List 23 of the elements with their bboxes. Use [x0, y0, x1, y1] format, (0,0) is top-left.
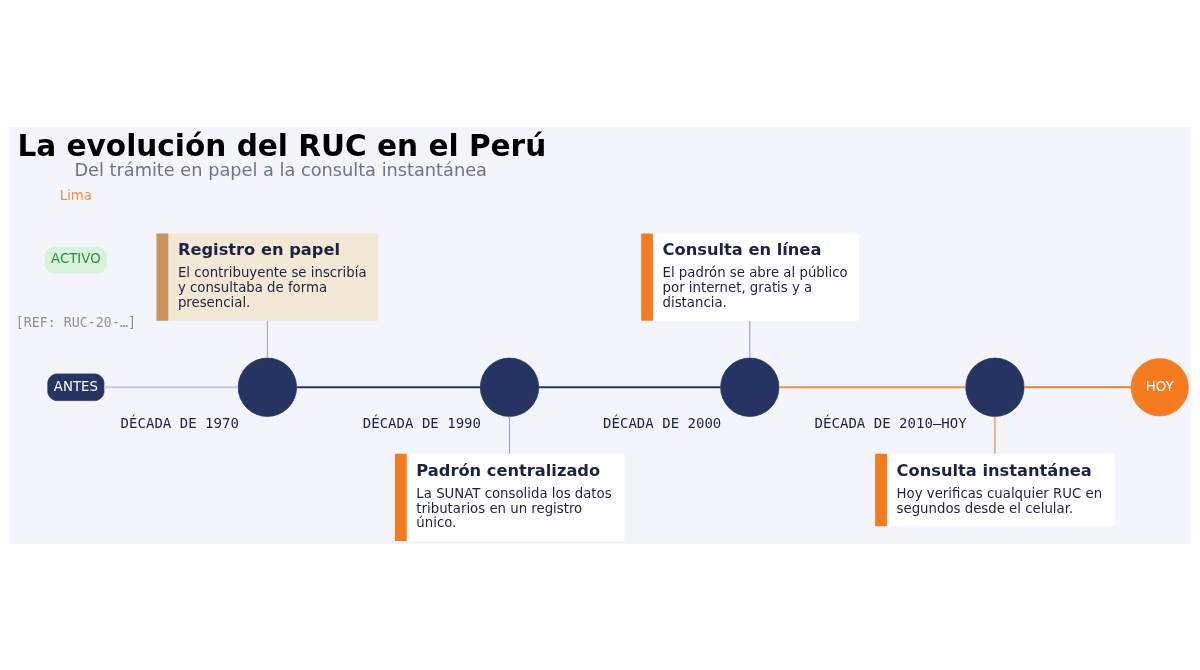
node-label: DÉCADA DE 1970	[120, 414, 239, 431]
node-circle: HOY	[1130, 357, 1189, 416]
connector	[508, 415, 511, 454]
node-circle	[237, 357, 297, 417]
connector	[296, 385, 481, 388]
caption: Del trámite en papel a la consulta instantánea	[74, 159, 487, 180]
node-box: ANTES	[47, 373, 105, 401]
connector	[104, 385, 238, 388]
label: ACTIVO	[51, 250, 101, 266]
node-circle	[720, 357, 780, 417]
connector	[749, 319, 751, 359]
node-label: DÉCADA DE 1990	[362, 414, 482, 431]
label: [REF: RUC-20-…]	[15, 314, 136, 330]
node-circle	[479, 357, 540, 417]
node-label: DÉCADA DE 2000	[603, 414, 722, 431]
connector	[538, 385, 721, 388]
label: Lima	[59, 187, 92, 203]
connector	[994, 415, 996, 454]
connector	[266, 319, 268, 359]
connector	[779, 385, 966, 388]
node-circle	[965, 357, 1025, 417]
connector	[1024, 385, 1131, 388]
node-label: DÉCADA DE 2010–HOY	[814, 414, 967, 431]
